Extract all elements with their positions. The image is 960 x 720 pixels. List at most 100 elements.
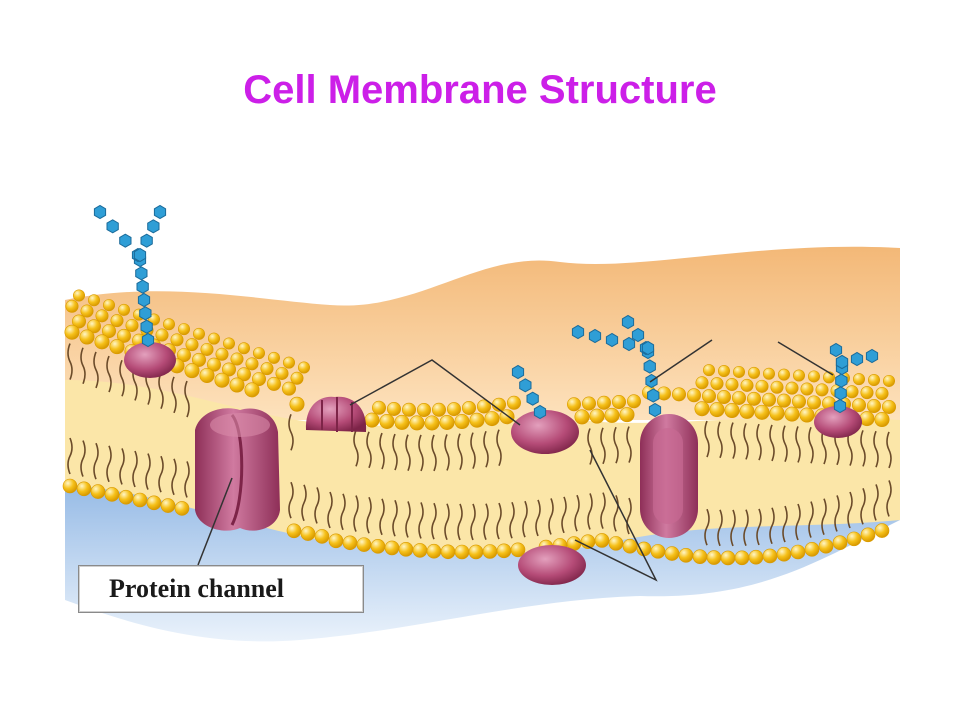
phospholipid-head xyxy=(146,495,162,511)
phospholipid-head xyxy=(596,395,611,410)
phospholipid-head xyxy=(762,548,778,564)
phospholipid-head xyxy=(184,363,200,379)
phospholipid-head xyxy=(185,338,199,352)
glycan-hexagon-icon xyxy=(588,328,602,344)
phospholipid-head xyxy=(163,318,176,331)
lipid-tail xyxy=(873,430,879,468)
lipid-tail xyxy=(626,497,632,535)
lipid-tail xyxy=(184,380,190,418)
lipid-tail xyxy=(392,433,398,471)
phospholipid-head xyxy=(439,414,455,430)
phospholipid-head xyxy=(110,314,124,328)
lipid-tail xyxy=(860,487,866,525)
phospholipid-head xyxy=(469,412,485,428)
phospholipid-head xyxy=(791,394,806,409)
lipid-tail xyxy=(600,427,606,465)
phospholipid-head xyxy=(412,543,428,558)
phospholipid-head xyxy=(446,402,461,417)
phospholipid-head xyxy=(79,329,95,345)
phospholipid-head xyxy=(867,374,880,387)
lipid-tail xyxy=(314,487,320,524)
lipid-tail xyxy=(444,434,450,471)
phospholipid-head xyxy=(626,394,641,409)
glycan-hexagon-icon xyxy=(519,378,532,393)
phospholipid-head xyxy=(611,395,626,410)
lipid-tails-bottom xyxy=(67,437,892,547)
lipid-tail xyxy=(717,509,723,547)
phospholipid-head xyxy=(125,318,139,332)
peripheral-protein-bottom xyxy=(518,545,586,585)
phospholipid-head xyxy=(747,366,760,379)
phospholipid-head xyxy=(62,478,78,494)
lipid-tail xyxy=(561,496,567,534)
phospholipid-head xyxy=(109,339,125,355)
phospholipid-head xyxy=(770,380,784,394)
phospholipid-head xyxy=(193,327,206,340)
phospholipid-head xyxy=(671,387,686,402)
phospholipid-head xyxy=(64,324,80,340)
lipid-tail xyxy=(340,493,346,531)
phospholipid-head xyxy=(496,543,512,559)
phospholipid-head xyxy=(364,412,380,428)
glycan-hexagon-icon xyxy=(136,279,149,294)
lipid-tail xyxy=(496,502,502,540)
glycan-hexagon-icon xyxy=(641,340,655,356)
phospholipid-head xyxy=(800,382,814,396)
lipid-tail xyxy=(860,430,866,467)
phospholipid-head xyxy=(777,368,790,381)
glycan-hexagon-icon xyxy=(526,391,539,406)
phospholipid-head xyxy=(104,487,120,502)
lipid-tail xyxy=(457,503,463,541)
lipid-tail xyxy=(756,508,762,546)
phospholipid-head xyxy=(762,367,775,380)
phospholipid-head xyxy=(882,374,895,387)
lipid-tail xyxy=(847,491,853,529)
phospholipid-head xyxy=(222,362,237,377)
phospholipid-head xyxy=(328,533,344,549)
lipid-tail xyxy=(457,433,463,470)
lipid-tail xyxy=(808,426,814,464)
phospholipid-head xyxy=(776,546,792,562)
phospholipid-head xyxy=(725,378,739,392)
phospholipid-head xyxy=(370,539,386,554)
lipid-tail xyxy=(158,455,164,493)
lipid-tail xyxy=(717,421,723,459)
phospholipid-head xyxy=(170,333,184,347)
lipid-tail xyxy=(704,420,710,458)
phospholipid-head xyxy=(845,385,859,399)
phospholipid-head xyxy=(874,412,890,428)
glycan-hexagon-icon xyxy=(139,306,152,321)
glycan-hexagon-icon xyxy=(865,348,879,364)
phospholipid-head xyxy=(875,387,889,401)
lipid-tail xyxy=(756,423,762,461)
phospholipid-head xyxy=(266,376,281,391)
phospholipid-head xyxy=(506,395,521,410)
lipid-tail xyxy=(795,426,801,463)
phospholipid-head xyxy=(237,367,252,382)
phospholipid-head xyxy=(454,544,470,560)
lipid-tail xyxy=(782,425,788,462)
phospholipid-head xyxy=(860,527,876,543)
phospholipid-head xyxy=(748,549,764,565)
phospholipid-head xyxy=(734,550,750,566)
glycan-hexagon-icon xyxy=(835,354,849,370)
lipid-tail xyxy=(613,495,619,532)
extracellular-surface xyxy=(65,246,900,420)
glycan-hexagon-icon xyxy=(140,319,153,334)
phospholipid-head xyxy=(245,357,259,371)
phospholipid-head xyxy=(807,370,820,383)
phospholipid-head xyxy=(702,364,715,377)
glycan-hexagon-icon xyxy=(153,204,167,220)
lipid-tail xyxy=(379,432,385,470)
phospholipid-head xyxy=(394,414,410,430)
lipid-tail xyxy=(80,347,86,385)
lipid-tail xyxy=(301,484,307,522)
phospholipid-head xyxy=(65,299,79,313)
lipid-tail xyxy=(574,494,580,532)
phospholipid-head xyxy=(761,392,776,407)
phospholipid-head xyxy=(297,361,310,374)
phospholipid-head xyxy=(214,372,230,388)
phospholipid-head xyxy=(769,405,785,421)
page-title: Cell Membrane Structure xyxy=(243,68,717,112)
phospholipid-head xyxy=(454,414,470,430)
